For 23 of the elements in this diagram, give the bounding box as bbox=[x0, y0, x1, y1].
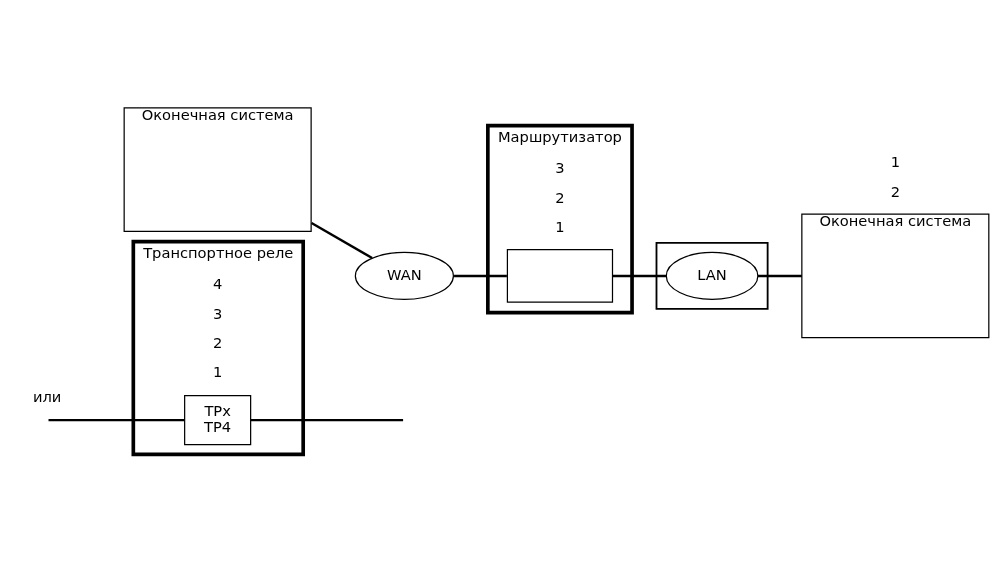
label: 3 bbox=[212, 304, 223, 322]
label: 2 bbox=[212, 334, 223, 352]
label: 4 bbox=[212, 275, 223, 293]
label: 1 bbox=[890, 153, 900, 171]
node-box bbox=[506, 249, 614, 303]
label: 1 bbox=[212, 363, 223, 381]
node-ellipse: WAN bbox=[354, 251, 454, 300]
connector bbox=[454, 274, 507, 278]
connector bbox=[310, 222, 373, 260]
label: 2 bbox=[890, 182, 900, 200]
connector bbox=[48, 418, 185, 422]
node-box: Оконечная система bbox=[123, 107, 312, 232]
label: или bbox=[32, 387, 62, 405]
cluster bbox=[655, 242, 769, 310]
connector bbox=[250, 418, 404, 422]
label: 3 bbox=[555, 159, 565, 177]
node-box: Оконечная система bbox=[801, 213, 990, 339]
node-ellipse: LAN bbox=[665, 251, 759, 300]
connector bbox=[612, 274, 667, 278]
connector bbox=[758, 274, 802, 278]
node-box: TPx TP4 bbox=[184, 395, 252, 446]
label: 2 bbox=[555, 188, 565, 206]
label: 1 bbox=[555, 218, 565, 236]
